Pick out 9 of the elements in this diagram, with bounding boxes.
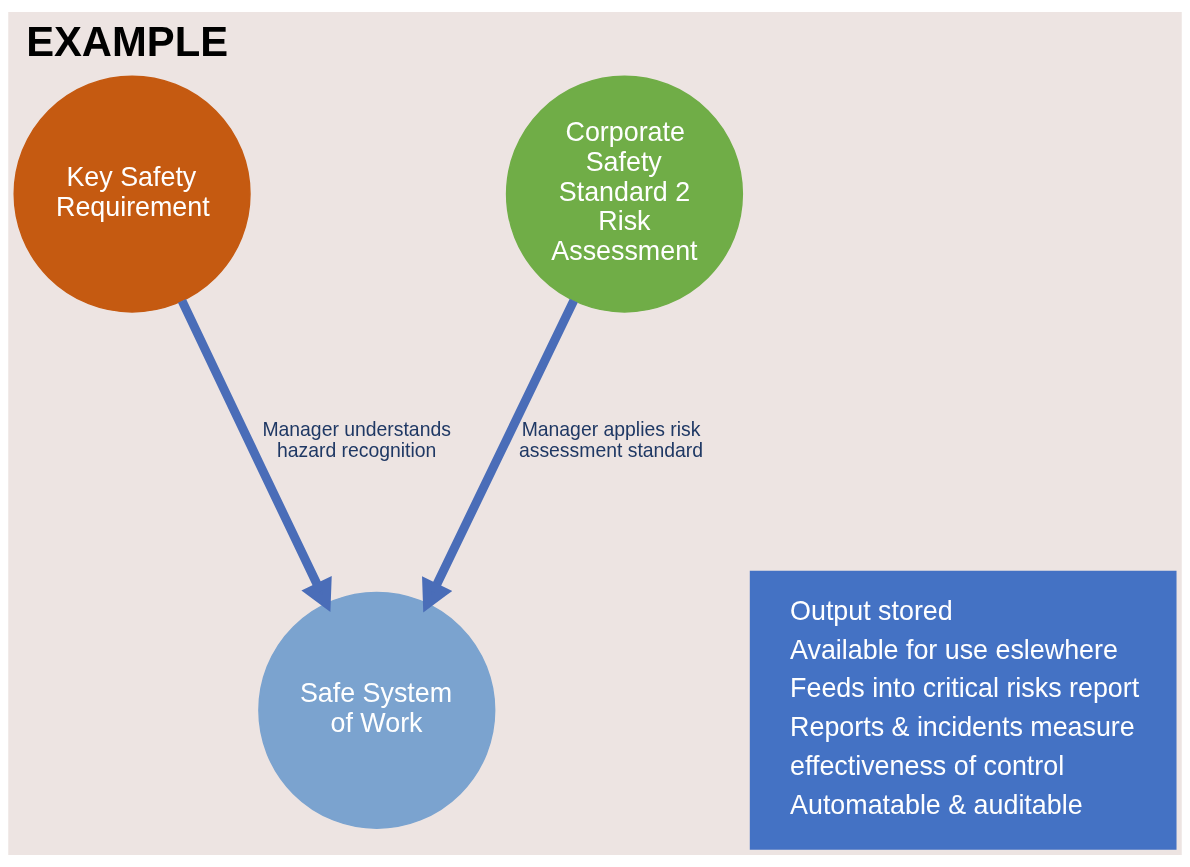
node-circle: Corporate Safety Standard 2 Risk Assessment bbox=[505, 75, 744, 313]
edge-label: Manager applies risk assessment standard bbox=[518, 418, 704, 462]
node-circle: Safe System of Work bbox=[258, 591, 496, 829]
node-box: Output stored Available for use eslewhere Feeds into critical risks report Reports & incidents measure effectiveness of control Automatable & auditable bbox=[749, 570, 1177, 850]
edge-label: Manager understands hazard recognition bbox=[262, 418, 451, 462]
node-circle: Key Safety Requirement bbox=[13, 75, 251, 313]
diagram-title: EXAMPLE bbox=[26, 17, 229, 65]
arrow bbox=[177, 298, 332, 613]
arrow bbox=[422, 298, 578, 613]
